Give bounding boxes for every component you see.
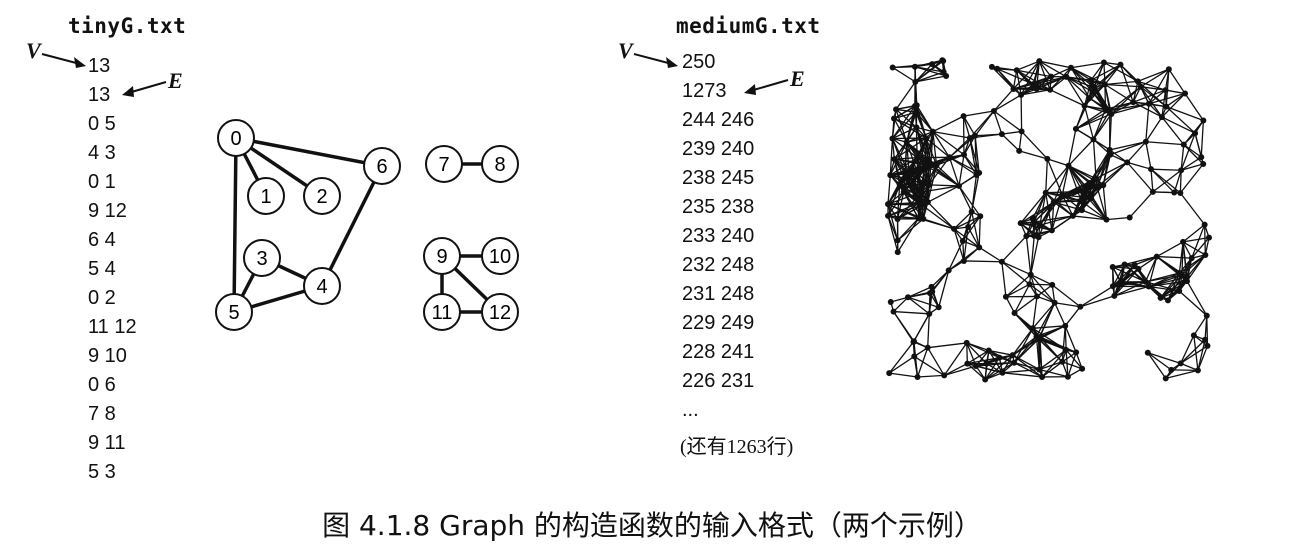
tiny-file-line: 6 4 (88, 229, 116, 251)
medium-file-lines: 250 1273 244 246 239 240 238 245 235 238 233 2… (682, 48, 754, 425)
tiny-file-line: 9 10 (88, 345, 127, 367)
graph-node-label: 6 (376, 156, 387, 178)
graph-node-12: 12 (481, 293, 519, 331)
tiny-file-line: 7 8 (88, 403, 116, 425)
graph-node-1: 1 (247, 177, 285, 215)
medium-file-line: 250 (682, 51, 716, 73)
medium-file-line: 228 241 (682, 341, 755, 363)
graph-node-2: 2 (303, 177, 341, 215)
graph-node-label: 8 (494, 154, 505, 176)
medium-file-line: 238 245 (682, 167, 755, 189)
graph-node-label: 9 (436, 246, 447, 268)
tiny-file-line: 9 12 (88, 200, 127, 222)
medium-file-line: 226 231 (682, 370, 755, 392)
tiny-file-line: 0 2 (88, 287, 116, 309)
medium-filename: mediumG.txt (676, 14, 821, 38)
graph-node-label: 11 (432, 302, 453, 324)
graph-node-label: 10 (489, 246, 511, 268)
tiny-e-label: E (168, 68, 183, 93)
medium-file-line: 229 249 (682, 312, 755, 334)
graph-node-8: 8 (481, 145, 519, 183)
tiny-file-line: 13 (88, 55, 111, 77)
graph-node-label: 2 (316, 186, 327, 208)
medium-v-label: V (618, 38, 633, 63)
medium-file-line: 244 246 (682, 109, 755, 131)
medium-v-arrow (633, 53, 678, 68)
graph-node-4: 4 (303, 267, 341, 305)
graph-node-6: 6 (363, 147, 401, 185)
tiny-file-line: 0 1 (88, 171, 116, 193)
tiny-file-line: 0 6 (88, 374, 116, 396)
medium-file-line: ... (682, 399, 699, 421)
graph-node-label: 3 (256, 248, 267, 270)
tiny-filename: tinyG.txt (68, 14, 187, 38)
tiny-file-line: 5 3 (88, 461, 116, 483)
graph-node-label: 7 (438, 154, 449, 176)
graph-edge-0-5 (232, 137, 238, 313)
tiny-file-line: 13 (88, 84, 111, 106)
graph-node-0: 0 (217, 119, 255, 157)
tiny-file-line: 0 5 (88, 113, 116, 135)
graph-node-label: 4 (316, 276, 327, 298)
graph-node-5: 5 (215, 293, 253, 331)
medium-graph-image (885, 57, 1213, 383)
medium-file-line: 231 248 (682, 283, 755, 305)
medium-e-label: E (790, 66, 805, 91)
tiny-file-line: 11 12 (88, 316, 137, 338)
tiny-file-line: 9 11 (88, 432, 126, 454)
graph-node-7: 7 (425, 145, 463, 183)
tiny-e-arrow (122, 81, 167, 97)
tiny-file-line: 5 4 (88, 258, 116, 280)
graph-node-11: 11 (423, 293, 461, 331)
medium-file-line: 1273 (682, 80, 727, 102)
graph-node-9: 9 (423, 237, 461, 275)
medium-more-note: (还有1263行) (680, 436, 794, 458)
medium-file-line: 235 238 (682, 196, 755, 218)
graph-node-10: 10 (481, 237, 519, 275)
graph-node-label: 1 (260, 186, 271, 208)
graph-edge-6-4 (320, 165, 384, 287)
medium-file-line: 239 240 (682, 138, 755, 160)
figure-caption: 图 4.1.8 Graph 的构造函数的输入格式（两个示例） (322, 509, 982, 542)
medium-e-arrow (744, 79, 789, 95)
medium-file-line: 232 248 (682, 254, 755, 276)
graph-edge-0-6 (235, 136, 383, 168)
graph-node-3: 3 (243, 239, 281, 277)
tiny-file-line: 4 3 (88, 142, 116, 164)
tiny-v-label: V (26, 38, 41, 63)
graph-node-label: 5 (228, 302, 239, 324)
medium-file-line: 233 240 (682, 225, 755, 247)
tiny-file-lines: 13 13 0 5 4 3 0 1 9 12 6 4 5 4 0 2 11 12 9 10 0 6 7 … (88, 52, 137, 487)
tiny-v-arrow (41, 53, 86, 68)
graph-node-label: 0 (230, 128, 241, 150)
graph-node-label: 12 (489, 302, 511, 324)
